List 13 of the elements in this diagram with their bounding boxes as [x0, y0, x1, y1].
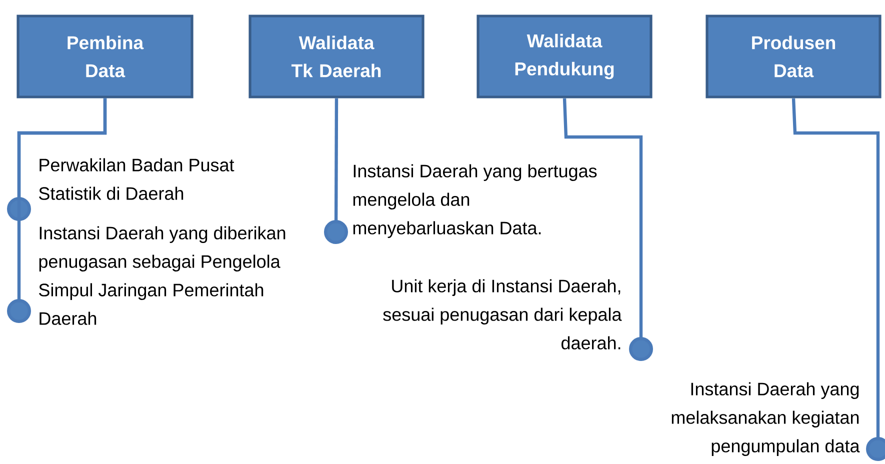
role-box: Walidata Pendukung	[476, 14, 652, 98]
connector-line	[792, 98, 885, 461]
connector-line	[7, 98, 107, 323]
connector-line	[324, 98, 348, 244]
description-text: Unit kerja di Instansi Daerah, sesuai penugasan dari kepala daerah.	[383, 279, 622, 350]
description-text: Instansi Daerah yang bertugas mengelola dan menyebarluaskan Data.	[353, 164, 597, 238]
role-box: Produsen Data	[706, 14, 882, 98]
role-box: Pembina Data	[16, 14, 194, 98]
description-text: Instansi Daerah yang melaksanakan kegiatan pengumpulan data	[672, 382, 860, 456]
connector-line	[562, 98, 653, 361]
description-text: Instansi Daerah yang diberikan penugasan sebagai Pengelola Simpul Jaringan Pemerintah Daerah	[39, 226, 286, 325]
role-box: Walidata Tk Daerah	[248, 14, 424, 98]
description-text: Perwakilan Badan Pusat Statistik di Daerah	[39, 158, 234, 200]
